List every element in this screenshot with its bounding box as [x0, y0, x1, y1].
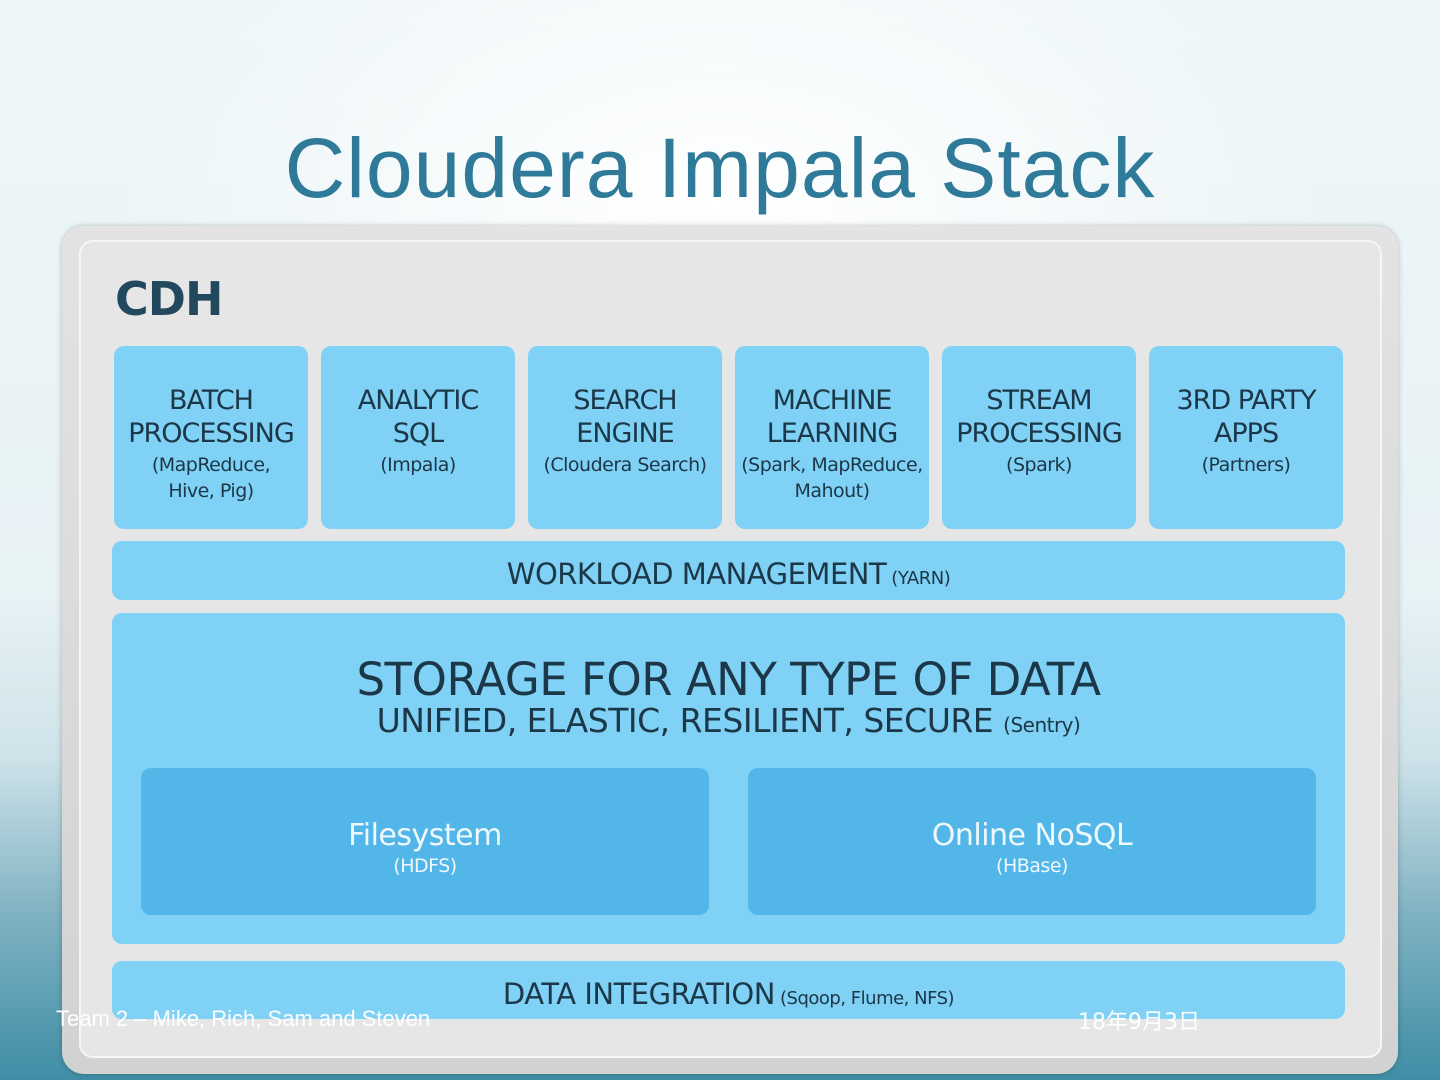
- component-title: STREAM PROCESSING: [956, 385, 1123, 449]
- component-title: MACHINE LEARNING: [766, 385, 899, 449]
- filesystem-detail: (HDFS): [393, 855, 457, 877]
- component-search-engine: SEARCH ENGINE (Cloudera Search): [528, 346, 722, 529]
- component-title: 3RD PARTY APPS: [1176, 385, 1316, 449]
- component-title: ANALYTIC SQL: [357, 385, 479, 449]
- component-subtitle: (Partners): [1201, 454, 1291, 476]
- storage-subtitle-line: UNIFIED, ELASTIC, RESILIENT, SECURE (Sen…: [112, 701, 1345, 740]
- component-subtitle: (Spark, MapReduce, Mahout): [741, 454, 923, 502]
- filesystem-title: Filesystem: [348, 818, 502, 853]
- component-title: SEARCH ENGINE: [573, 385, 677, 449]
- storage-subtitle: UNIFIED, ELASTIC, RESILIENT, SECURE: [376, 701, 994, 740]
- storage-detail: (Sentry): [1003, 713, 1081, 737]
- nosql-detail: (HBase): [996, 855, 1068, 877]
- component-subtitle: (Spark): [1006, 454, 1072, 476]
- component-machine-learning: MACHINE LEARNING (Spark, MapReduce, Maho…: [735, 346, 929, 529]
- data-integration-bar: DATA INTEGRATION (Sqoop, Flume, NFS): [112, 961, 1345, 1019]
- component-subtitle: (MapReduce, Hive, Pig): [151, 454, 271, 502]
- component-3rd-party-apps: 3RD PARTY APPS (Partners): [1149, 346, 1343, 529]
- footer-team: Team 2 – Mike, Rich, Sam and Steven: [56, 1006, 431, 1031]
- slide-title: Cloudera Impala Stack: [284, 121, 1156, 215]
- integration-detail: (Sqoop, Flume, NFS): [780, 988, 955, 1009]
- component-analytic-sql: ANALYTIC SQL (Impala): [321, 346, 515, 529]
- workload-title: WORKLOAD MANAGEMENT: [506, 557, 887, 591]
- nosql-title: Online NoSQL: [931, 818, 1133, 853]
- workload-management-bar: WORKLOAD MANAGEMENT (YARN): [112, 541, 1345, 600]
- component-title: BATCH PROCESSING: [128, 385, 295, 449]
- storage-title: STORAGE FOR ANY TYPE OF DATA: [356, 653, 1101, 706]
- integration-title: DATA INTEGRATION: [502, 977, 776, 1011]
- component-stream-processing: STREAM PROCESSING (Spark): [942, 346, 1136, 529]
- component-subtitle: (Impala): [380, 454, 456, 476]
- component-batch-processing: BATCH PROCESSING (MapReduce, Hive, Pig): [114, 346, 308, 529]
- storage-layer: STORAGE FOR ANY TYPE OF DATA UNIFIED, EL…: [112, 613, 1345, 944]
- cdh-label: CDH: [115, 272, 223, 326]
- footer-date: 18年9月3日: [1078, 1010, 1200, 1035]
- workload-detail: (YARN): [891, 568, 951, 589]
- component-subtitle: (Cloudera Search): [543, 454, 707, 476]
- filesystem-box: Filesystem (HDFS): [141, 768, 709, 915]
- nosql-box: Online NoSQL (HBase): [748, 768, 1316, 915]
